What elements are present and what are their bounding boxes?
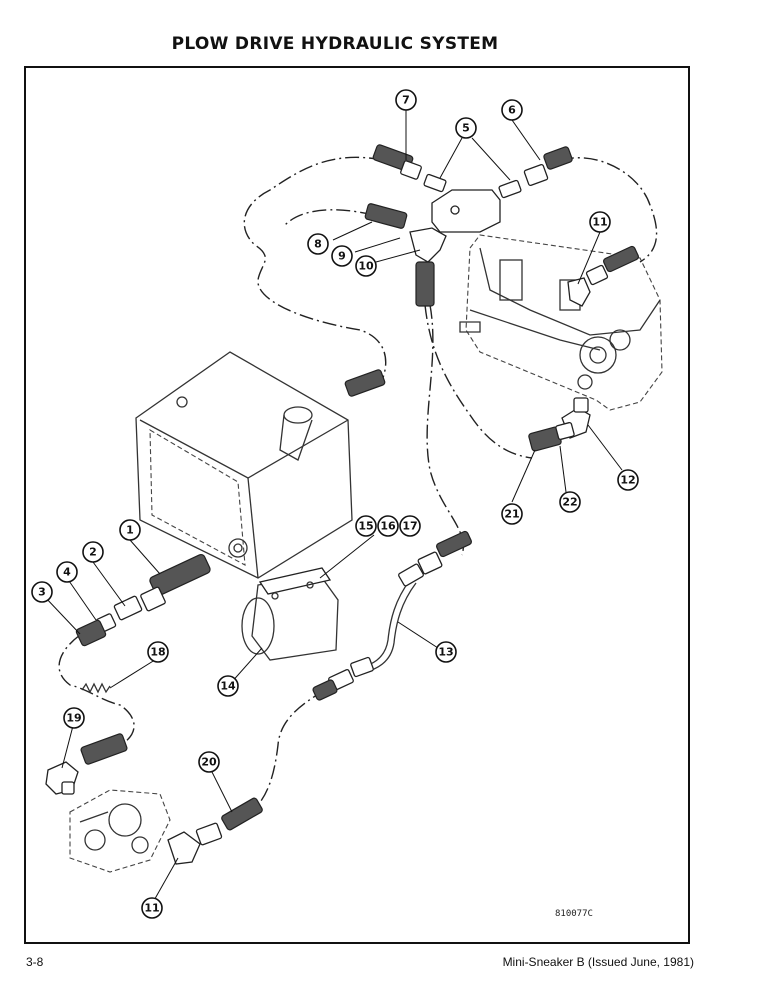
callout-1: 1 xyxy=(119,519,141,541)
callout-22: 22 xyxy=(559,491,581,513)
svg-text:11: 11 xyxy=(592,216,607,229)
svg-text:4: 4 xyxy=(63,566,71,579)
callout-21: 21 xyxy=(501,503,523,525)
callout-11-top: 11 xyxy=(589,211,611,233)
svg-text:11: 11 xyxy=(144,902,159,915)
page-title: PLOW DRIVE HYDRAULIC SYSTEM xyxy=(171,34,499,54)
svg-text:10: 10 xyxy=(358,260,374,273)
svg-text:19: 19 xyxy=(66,712,81,725)
drawing-number: 810077C xyxy=(555,909,593,919)
callouts: 7 5 6 11 8 9 10 12 22 21 15 16 17 1 2 4 … xyxy=(31,89,639,919)
diagram-frame xyxy=(24,66,690,944)
callout-19: 19 xyxy=(63,707,85,729)
leader-lines xyxy=(43,110,623,905)
hydraulic-tank xyxy=(135,351,386,579)
page-number: 3-8 xyxy=(26,955,44,969)
callout-5: 5 xyxy=(455,117,477,139)
callout-16: 16 xyxy=(377,515,399,537)
tee-fitting xyxy=(364,203,447,307)
callout-13: 13 xyxy=(435,641,457,663)
svg-text:1: 1 xyxy=(126,524,134,537)
callout-20: 20 xyxy=(198,751,220,773)
callout-2: 2 xyxy=(82,541,104,563)
svg-text:21: 21 xyxy=(504,508,519,521)
callout-9: 9 xyxy=(331,245,353,267)
hydraulic-pump xyxy=(69,789,263,873)
hose-end-21-22 xyxy=(528,421,575,452)
callout-8: 8 xyxy=(307,233,329,255)
callout-17: 17 xyxy=(399,515,421,537)
suction-assembly xyxy=(75,553,211,647)
svg-text:14: 14 xyxy=(220,680,236,693)
callout-15: 15 xyxy=(355,515,377,537)
publication-info: Mini-Sneaker B (Issued June, 1981) xyxy=(502,955,694,969)
svg-text:8: 8 xyxy=(314,238,322,251)
svg-text:17: 17 xyxy=(402,520,417,533)
callout-11-bottom: 11 xyxy=(141,897,163,919)
svg-text:20: 20 xyxy=(201,756,217,769)
svg-text:9: 9 xyxy=(338,250,346,263)
svg-text:15: 15 xyxy=(358,520,373,533)
svg-text:12: 12 xyxy=(620,474,635,487)
svg-text:18: 18 xyxy=(150,646,165,659)
valve-block xyxy=(372,144,573,233)
callout-10: 10 xyxy=(355,255,377,277)
svg-text:6: 6 xyxy=(508,104,516,117)
hose-lines xyxy=(58,156,658,806)
callout-6: 6 xyxy=(501,99,523,121)
svg-text:22: 22 xyxy=(562,496,577,509)
svg-text:13: 13 xyxy=(438,646,453,659)
mounting-clamp xyxy=(241,567,339,661)
spring-and-elbow xyxy=(45,682,128,795)
svg-text:2: 2 xyxy=(89,546,97,559)
svg-text:16: 16 xyxy=(380,520,396,533)
callout-3: 3 xyxy=(31,581,53,603)
callout-12: 12 xyxy=(617,469,639,491)
svg-text:7: 7 xyxy=(402,94,410,107)
callout-4: 4 xyxy=(56,561,78,583)
svg-text:3: 3 xyxy=(38,586,46,599)
svg-text:5: 5 xyxy=(462,122,470,135)
tube-assembly xyxy=(312,530,472,701)
callout-14: 14 xyxy=(217,675,239,697)
callout-7: 7 xyxy=(395,89,417,111)
plow-drive-housing xyxy=(459,234,663,439)
callout-18: 18 xyxy=(147,641,169,663)
